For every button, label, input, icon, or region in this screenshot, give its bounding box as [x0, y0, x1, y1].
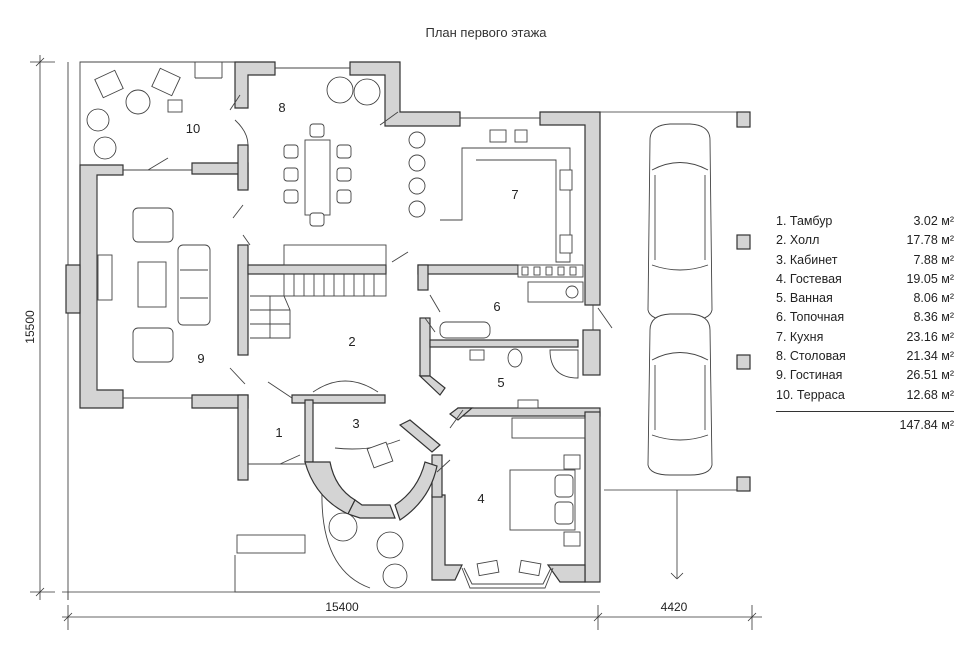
room-number-7: 7	[511, 187, 518, 202]
legend-room-area: 8.06 м²	[913, 291, 954, 306]
legend-room-name: 7. Кухня	[776, 329, 824, 344]
legend-room-area: 8.36 м²	[913, 310, 954, 325]
dimension-lines	[30, 55, 762, 630]
legend-room-area: 26.51 м²	[906, 368, 954, 383]
legend-row: 1. Тамбур 3.02 м²	[776, 212, 954, 231]
kitchen-furniture	[408, 129, 584, 278]
dimension-garage-width: 4420	[661, 600, 688, 614]
legend-row: 5. Ванная 8.06 м²	[776, 289, 954, 308]
legend-row: 8. Столовая 21.34 м²	[776, 347, 954, 366]
legend-room-name: 8. Столовая	[776, 349, 846, 364]
legend-row: 7. Кухня 23.16 м²	[776, 328, 954, 347]
legend-row: 3. Кабинет 7.88 м²	[776, 251, 954, 270]
room-number-4: 4	[477, 491, 484, 506]
legend-room-name: 6. Топочная	[776, 310, 845, 325]
legend-room-area: 3.02 м²	[913, 214, 954, 228]
legend-row: 10. Терраса 12.68 м²	[776, 386, 954, 405]
walls	[65, 61, 751, 583]
room-number-3: 3	[352, 416, 359, 431]
car-icon	[647, 123, 713, 321]
legend-room-area: 19.05 м²	[906, 271, 954, 286]
legend-room-name: 1. Тамбур	[776, 214, 833, 228]
legend-room-name: 3. Кабинет	[776, 252, 838, 267]
room-legend: 1. Тамбур 3.02 м² 2. Холл 17.78 м² 3. Ка…	[776, 212, 954, 432]
dining-furniture	[283, 76, 381, 227]
legend-room-area: 23.16 м²	[906, 329, 954, 344]
staircase	[250, 244, 387, 339]
legend-room-name: 10. Терраса	[776, 387, 845, 402]
car-icon	[647, 313, 713, 476]
dimension-depth: 15500	[23, 310, 37, 344]
room-number-1: 1	[275, 425, 282, 440]
room-number-10: 10	[186, 121, 200, 136]
legend-room-name: 2. Холл	[776, 233, 820, 248]
room-number-2: 2	[348, 334, 355, 349]
terrace-furniture	[86, 67, 183, 160]
legend-row: 2. Холл 17.78 м²	[776, 231, 954, 250]
legend-room-name: 9. Гостиная	[776, 368, 843, 383]
page-title: План первого этажа	[425, 25, 547, 40]
terrace-outline	[67, 61, 441, 600]
room-number-9: 9	[197, 351, 204, 366]
legend-room-area: 12.68 м²	[906, 387, 954, 402]
living-furniture	[97, 207, 211, 363]
total-area: 147.84 м²	[899, 417, 954, 432]
legend-room-area: 7.88 м²	[913, 252, 954, 267]
study-furniture	[312, 380, 401, 469]
legend-room-name: 4. Гостевая	[776, 271, 842, 286]
legend-room-area: 21.34 м²	[906, 349, 954, 364]
bath-fixtures	[439, 281, 584, 409]
legend-room-area: 17.78 м²	[906, 233, 954, 248]
dimension-house-width: 15400	[325, 600, 359, 614]
legend-divider	[776, 410, 954, 412]
legend-row: 4. Гостевая 19.05 м²	[776, 270, 954, 289]
legend-row: 9. Гостиная 26.51 м²	[776, 366, 954, 385]
legend-room-name: 5. Ванная	[776, 291, 833, 306]
doors-windows	[96, 67, 613, 589]
legend-row: 6. Топочная 8.36 м²	[776, 308, 954, 327]
room-number-6: 6	[493, 299, 500, 314]
guest-furniture	[328, 417, 586, 589]
room-number-5: 5	[497, 375, 504, 390]
room-number-8: 8	[278, 100, 285, 115]
